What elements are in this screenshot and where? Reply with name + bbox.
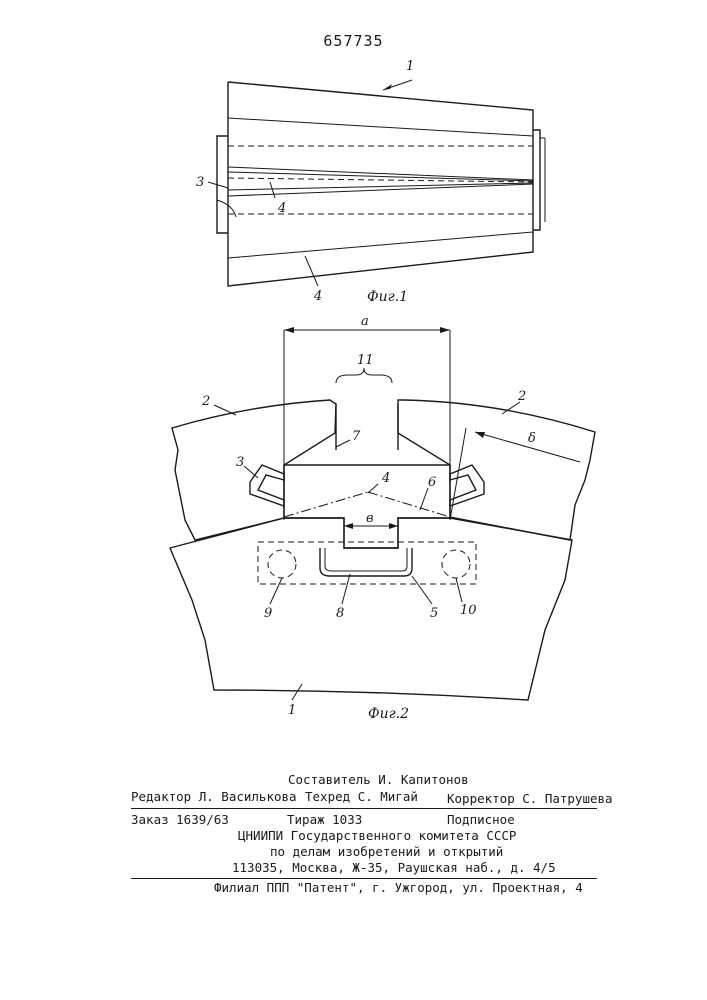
fig2-leader-6 bbox=[420, 488, 428, 510]
fig2-right-clamp bbox=[450, 465, 484, 506]
fig2-dim-delta-ext bbox=[450, 428, 466, 520]
fig2-leader-2a bbox=[214, 405, 236, 415]
fig1-arrow-1 bbox=[383, 84, 392, 90]
fig1-label-3: 3 bbox=[196, 175, 204, 190]
fig2-centerline-right bbox=[368, 492, 450, 517]
fig2-wedge bbox=[284, 465, 450, 548]
fig1-label-4b: 4 bbox=[313, 289, 322, 304]
footer-org-2: по делам изобретений и открытий bbox=[270, 844, 503, 859]
fig2-dim-v-arrow-r bbox=[389, 523, 398, 529]
fig2-label-1: 1 bbox=[288, 703, 296, 718]
fig2-leader-8 bbox=[342, 574, 350, 604]
fig2-leader-7 bbox=[336, 440, 350, 447]
footer-address: 113035, Москва, Ж-35, Раушская наб., д. … bbox=[232, 860, 556, 875]
fig1-left-end-plate bbox=[217, 136, 228, 233]
fig2-hole-9 bbox=[268, 550, 296, 578]
fig1-label-4a: 4 bbox=[277, 201, 286, 216]
fig2-label-3: 3 bbox=[236, 455, 244, 470]
fig2-dim-a-arrow-l bbox=[284, 327, 294, 333]
fig2-leader-5 bbox=[412, 576, 432, 604]
fig2-label-7: 7 bbox=[352, 429, 361, 444]
fig2-leader-1 bbox=[292, 684, 302, 700]
fig2-leader-10 bbox=[456, 578, 462, 602]
footer-print-run: Тираж 1033 bbox=[287, 812, 362, 827]
footer-branch: Филиал ППП "Патент", г. Ужгород, ул. Про… bbox=[214, 880, 583, 895]
fig2-caption: Фиг.2 bbox=[368, 706, 409, 722]
fig2-brace-11 bbox=[336, 368, 392, 383]
fig2-label-2a: 2 bbox=[201, 394, 210, 409]
footer-org-1: ЦНИИПИ Государственного комитета СССР bbox=[238, 828, 516, 843]
fig1-top-inner-line bbox=[228, 118, 533, 136]
fig1-leader-3 bbox=[208, 182, 228, 188]
fig2-centerline-left bbox=[284, 492, 368, 517]
fig2-label-a: a bbox=[361, 314, 369, 329]
fig2-channel-inner bbox=[325, 548, 407, 571]
fig1-right-end-plate bbox=[533, 130, 540, 230]
fig2-label-10: 10 bbox=[460, 603, 477, 618]
fig2-left-segment bbox=[172, 400, 336, 540]
fig2-label-v: в bbox=[366, 511, 374, 526]
fig2-hole-10 bbox=[442, 550, 470, 578]
fig2-label-2b: 2 bbox=[517, 389, 526, 404]
fig2-label-8: 8 bbox=[336, 606, 344, 621]
figure-2: a 11 в bbox=[170, 314, 595, 722]
fig2-label-5: 5 bbox=[430, 606, 438, 621]
fig1-leader-4b bbox=[305, 256, 318, 286]
fig2-label-9: 9 bbox=[264, 606, 272, 621]
fig1-wedge-line-4 bbox=[228, 183, 533, 190]
fig2-leader-3 bbox=[244, 466, 258, 478]
fig2-leader-9 bbox=[270, 578, 282, 604]
fig2-right-segment bbox=[398, 400, 595, 540]
fig2-label-4: 4 bbox=[381, 471, 390, 486]
fig1-bottom-inner-line bbox=[228, 232, 533, 258]
footer-techred: Техред С. Мигай bbox=[305, 789, 418, 804]
footer-subscription: Подписное bbox=[447, 812, 515, 827]
fig2-dim-delta-arrow bbox=[475, 432, 485, 438]
figure-1: 1 3 4 4 Фиг.1 bbox=[196, 59, 545, 305]
footer-corrector: Корректор С. Патрушева bbox=[447, 791, 613, 806]
fig1-caption: Фиг.1 bbox=[367, 289, 408, 305]
fig1-leader-4a bbox=[270, 182, 275, 198]
fig2-dim-v-arrow-l bbox=[344, 523, 353, 529]
footer-rule-1 bbox=[131, 808, 597, 809]
fig2-dim-a-arrow-r bbox=[440, 327, 450, 333]
fig2-label-6: 6 bbox=[428, 475, 436, 490]
footer-rule-2 bbox=[131, 878, 597, 879]
fig2-lower-body bbox=[170, 518, 572, 700]
fig2-left-clamp bbox=[250, 465, 284, 506]
fig2-label-11: 11 bbox=[357, 353, 374, 368]
footer-order: Заказ 1639/63 bbox=[131, 812, 229, 827]
fig2-label-delta: δ bbox=[528, 431, 536, 446]
footer-editor: Редактор Л. Василькова bbox=[131, 789, 297, 804]
footer-compiler: Составитель И. Капитонов bbox=[288, 772, 469, 787]
fig2-leader-4 bbox=[368, 484, 378, 493]
fig2-channel-outer bbox=[320, 548, 412, 576]
fig1-label-1: 1 bbox=[406, 59, 414, 74]
